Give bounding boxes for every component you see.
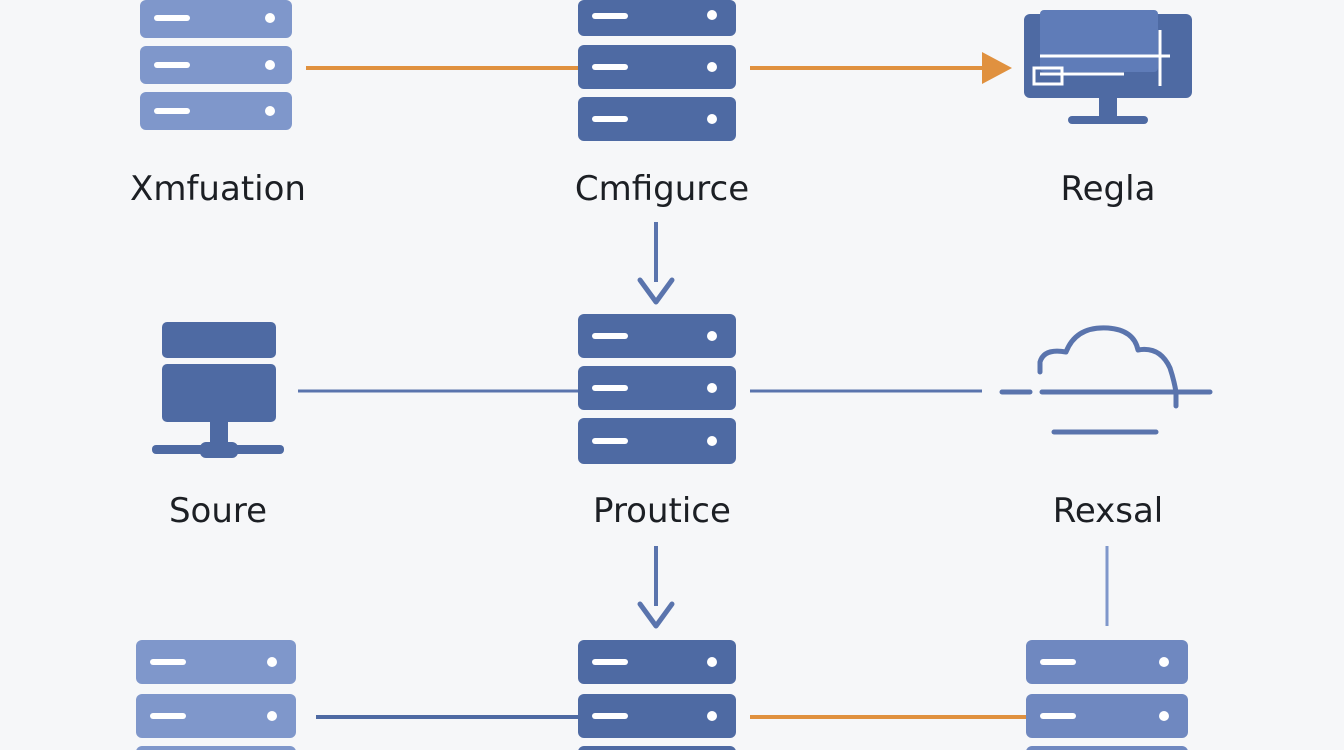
arrowhead-icon: [982, 52, 1012, 84]
node-label-cmfigurce: Cmfigurce: [575, 169, 749, 209]
network-terminal-icon: [152, 322, 284, 458]
edge-cmfigurce-regla: [750, 52, 1012, 84]
node-label-rexsal: Rexsal: [1053, 491, 1164, 531]
cloud-icon: [999, 325, 1213, 435]
server-icon: [578, 0, 736, 141]
node-bottom-right: [1026, 640, 1188, 750]
node-label-regla: Regla: [1061, 169, 1156, 209]
server-icon: [578, 640, 736, 750]
arrowhead-icon: [637, 601, 675, 629]
monitor-icon: [1024, 10, 1192, 124]
node-bottom-left: [136, 640, 296, 750]
node-soure: Soure: [152, 322, 284, 531]
edge-cmfigurce-proutice: [637, 222, 675, 305]
node-proutice: Proutice: [578, 314, 736, 531]
node-rexsal: Rexsal: [999, 325, 1213, 531]
node-cmfigurce: Cmfigurce: [575, 0, 749, 209]
arrowhead-icon: [637, 277, 675, 305]
server-icon: [578, 314, 736, 464]
server-icon: [136, 640, 296, 750]
server-icon: [1026, 640, 1188, 750]
node-regla: Regla: [1024, 10, 1192, 209]
server-icon: [140, 0, 292, 130]
node-label-proutice: Proutice: [593, 491, 731, 531]
edge-proutice-bottom-center: [637, 546, 675, 629]
edges: [298, 52, 1109, 719]
node-label-xmfuation: Xmfuation: [130, 169, 306, 209]
node-label-soure: Soure: [169, 491, 267, 531]
node-xmfuation: Xmfuation: [130, 0, 306, 209]
node-bottom-center: [578, 640, 736, 750]
